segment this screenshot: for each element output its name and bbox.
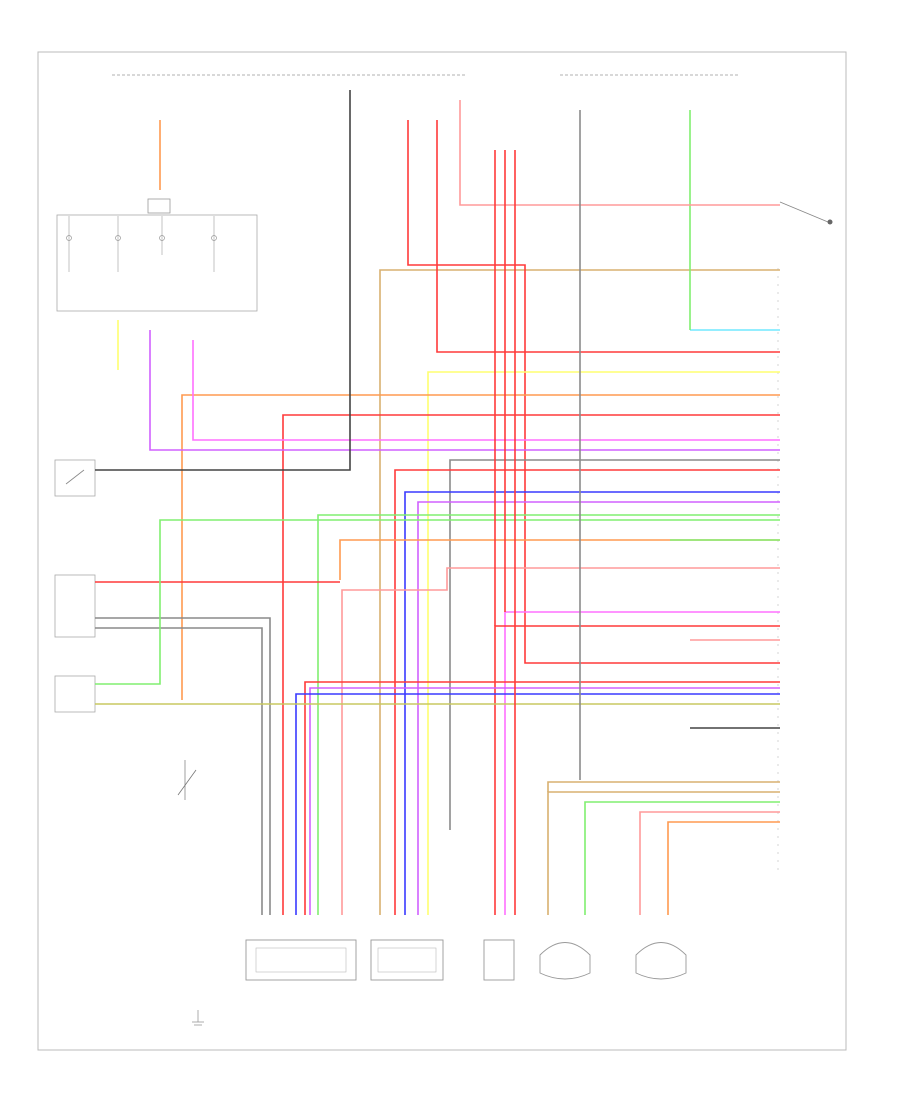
wire-orange-540 (339, 539, 780, 580)
wire-red-626 (494, 625, 780, 915)
wire-tan-782 (547, 781, 780, 792)
left-rear-wheel-sensor (539, 942, 591, 980)
wire-violet-502 (417, 501, 780, 915)
wire-red-352 (436, 120, 780, 353)
wire-red-415 (282, 414, 780, 915)
wire-violet-688 (309, 687, 780, 915)
abs-control-unit (245, 939, 357, 981)
wire-red-470 (394, 469, 780, 915)
wire-red-top (407, 120, 780, 664)
stop-light-switch (54, 459, 96, 497)
wire-magenta-612 (504, 611, 780, 915)
wire-pink-812 (639, 811, 780, 915)
fuse-relay-box (56, 198, 258, 312)
neutral-start-switch (54, 574, 96, 638)
wire-pink-568 (341, 567, 780, 915)
wire-pink-205 (459, 100, 780, 206)
wire-gray-628 (95, 627, 263, 915)
wire-blue-694 (295, 693, 780, 915)
wire-black-468 (95, 90, 351, 471)
wire-tan-792 (547, 791, 780, 915)
ground-symbol (192, 1010, 204, 1026)
abs-relay-box (54, 675, 96, 713)
wires (95, 90, 780, 915)
right-switch (779, 201, 833, 225)
park-brake-switch (177, 760, 197, 800)
wire-red-682 (304, 681, 780, 915)
wire-violet-450 (149, 330, 780, 451)
wire-orange-822 (667, 821, 780, 915)
wire-blue-492 (404, 491, 780, 915)
wire-tan-top (379, 269, 780, 915)
diagram-border (37, 51, 847, 1051)
wire-green-684 (95, 519, 780, 685)
combination-meter (370, 939, 444, 981)
data-link-connector (483, 939, 515, 981)
wire-gray-618 (95, 617, 271, 915)
wire-magenta-440 (192, 340, 780, 441)
right-rear-wheel-sensor (635, 942, 687, 980)
wire-yellow-375 (427, 371, 780, 915)
wire-gray-460 (449, 459, 780, 830)
wire-green-515 (317, 514, 780, 915)
wire-green-802 (584, 801, 780, 915)
